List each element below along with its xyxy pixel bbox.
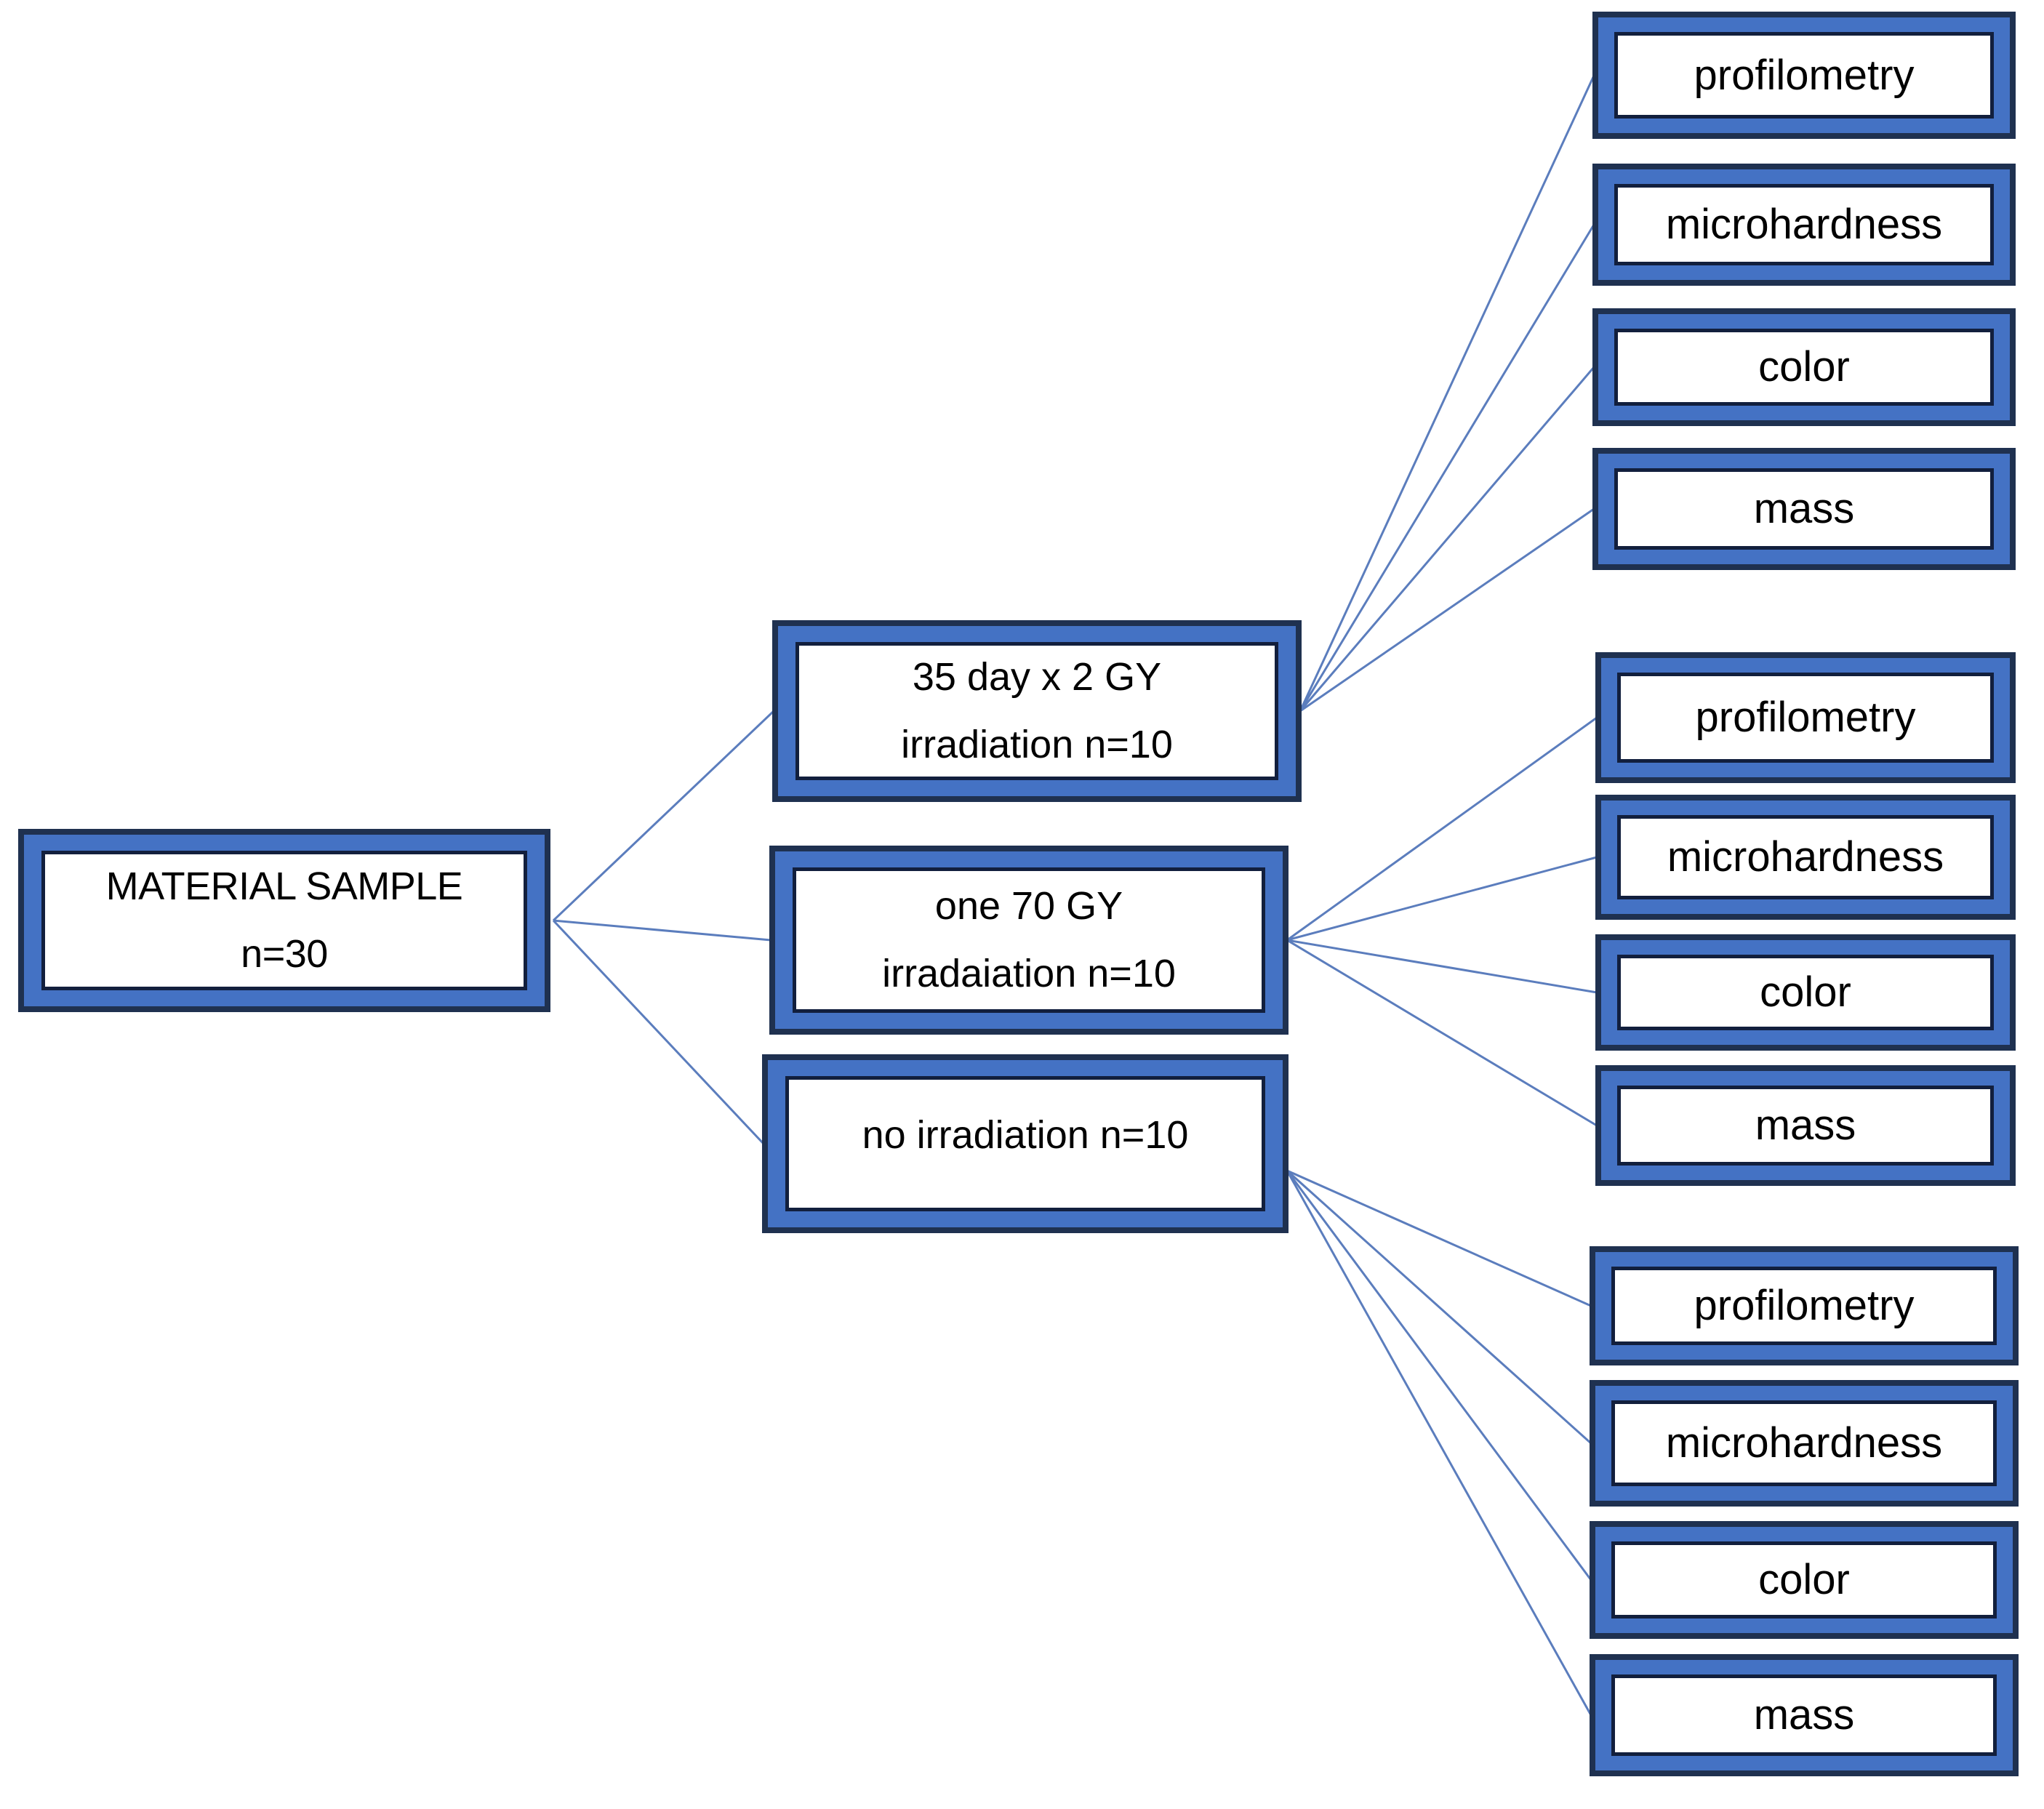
measurement-node-2-color: color (1595, 934, 2016, 1051)
measurement-node-3-color: color (1590, 1521, 2019, 1639)
branch-3-label-line1: no irradiation n=10 (862, 1113, 1189, 1157)
measurement-label: mass (1611, 1674, 1997, 1756)
measurement-label: microhardness (1611, 1400, 1997, 1486)
measurement-label: color (1614, 329, 1994, 406)
measurement-node-2-microhardness: microhardness (1595, 795, 2016, 920)
connector-line (1286, 1170, 1592, 1716)
connector-line (1286, 716, 1598, 942)
branch-node-1-label: 35 day x 2 GY irradiation n=10 (795, 642, 1278, 780)
connector-line (1299, 366, 1595, 712)
connector-line (553, 919, 771, 942)
measurement-node-1-color: color (1592, 308, 2016, 426)
measurement-node-3-mass: mass (1590, 1654, 2019, 1776)
measurement-node-1-microhardness: microhardness (1592, 164, 2016, 286)
branch-2-label-line2: irradaiation n=10 (882, 952, 1176, 995)
connector-line (1286, 1170, 1592, 1581)
branch-1-label-line2: irradiation n=10 (901, 723, 1173, 766)
branch-node-3: no irradiation n=10 (762, 1054, 1288, 1233)
connector-line (1286, 939, 1598, 1127)
measurement-label: profilometry (1617, 673, 1994, 763)
measurement-node-3-profilometry: profilometry (1590, 1246, 2019, 1365)
root-label-line2: n=30 (241, 932, 328, 976)
root-label-line1: MATERIAL SAMPLE (105, 865, 463, 909)
connector-line (1299, 75, 1595, 712)
connector-line (1299, 508, 1595, 713)
measurement-node-2-profilometry: profilometry (1595, 652, 2016, 783)
measurement-node-1-mass: mass (1592, 448, 2016, 570)
measurement-label: mass (1614, 468, 1994, 550)
measurement-label: profilometry (1614, 32, 1994, 119)
branch-node-1: 35 day x 2 GY irradiation n=10 (772, 620, 1302, 802)
measurement-node-1-profilometry: profilometry (1592, 12, 2016, 139)
measurement-node-3-microhardness: microhardness (1590, 1380, 2019, 1507)
root-node-label: MATERIAL SAMPLE n=30 (41, 851, 527, 990)
branch-2-label-line1: one 70 GY (934, 884, 1123, 928)
connector-line (1286, 1169, 1592, 1445)
connector-line (1286, 939, 1598, 994)
measurement-label: mass (1617, 1086, 1994, 1166)
connector-line (552, 710, 775, 922)
measurement-label: profilometry (1611, 1267, 1997, 1345)
connector-line (1286, 1169, 1592, 1307)
root-node: MATERIAL SAMPLE n=30 (18, 829, 550, 1012)
connector-line (1299, 224, 1595, 712)
measurement-label: microhardness (1617, 815, 1994, 899)
branch-node-2: one 70 GY irradaiation n=10 (769, 846, 1288, 1035)
connector-line (1286, 856, 1598, 942)
branch-1-label-line1: 35 day x 2 GY (912, 655, 1162, 699)
branch-node-2-label: one 70 GY irradaiation n=10 (793, 867, 1265, 1013)
branch-node-3-label: no irradiation n=10 (785, 1076, 1265, 1211)
measurement-label: microhardness (1614, 184, 1994, 265)
connector-line (552, 919, 765, 1145)
measurement-label: color (1617, 955, 1994, 1030)
measurement-node-2-mass: mass (1595, 1065, 2016, 1186)
measurement-label: color (1611, 1541, 1997, 1619)
